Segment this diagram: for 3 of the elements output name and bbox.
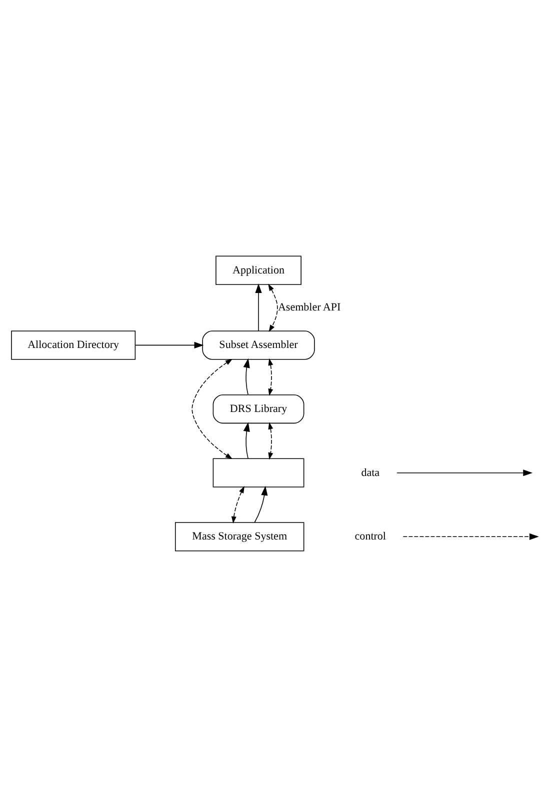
legend-label: control xyxy=(354,530,386,543)
edge-label: Asembler API xyxy=(278,302,341,314)
legend-label: data xyxy=(361,466,380,479)
